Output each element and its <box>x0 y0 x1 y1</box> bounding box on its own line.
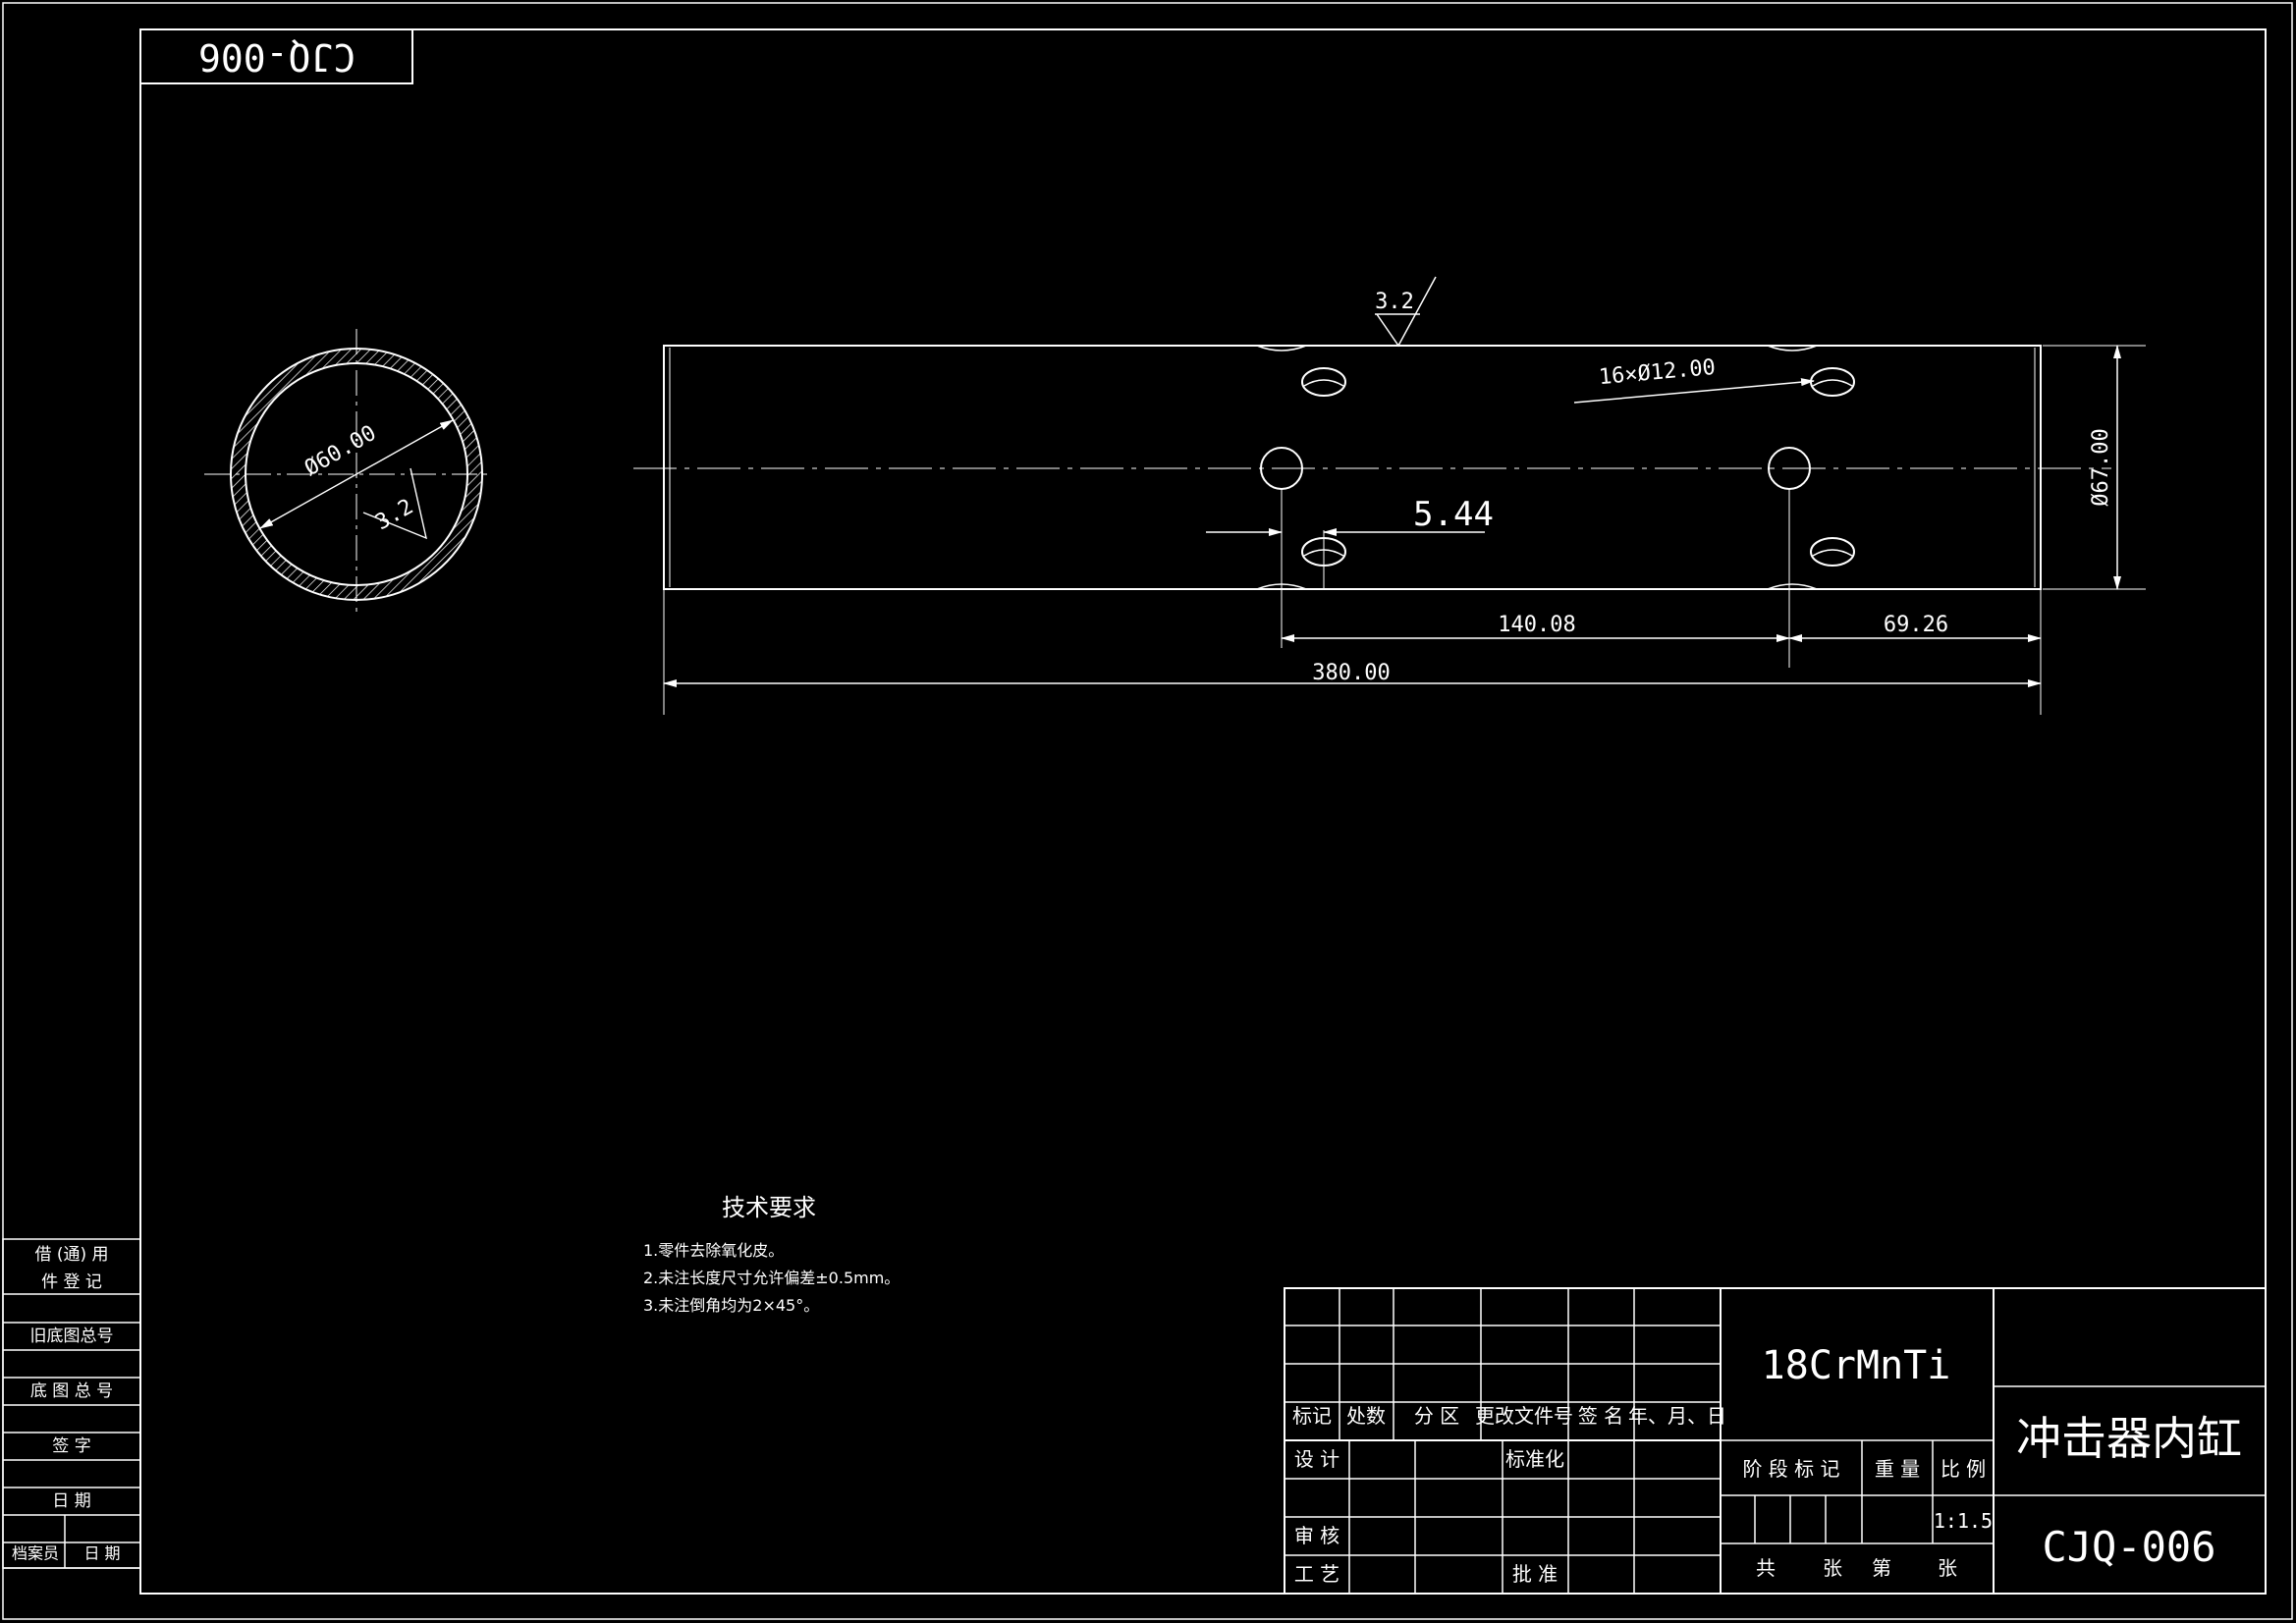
tb-process: 工 艺 <box>1294 1562 1339 1586</box>
tech-req-item: 1.零件去除氧化皮。 <box>643 1241 784 1260</box>
tb-header-sign: 签 名 <box>1578 1404 1623 1428</box>
strip-archivist: 档案员 <box>12 1544 59 1563</box>
tb-sheets-total: 共 <box>1756 1556 1776 1580</box>
tb-design: 设 计 <box>1294 1447 1339 1471</box>
holes-label: 16×Ø12.00 <box>1598 355 1717 390</box>
tb-sheet-unit2: 张 <box>1938 1556 1957 1580</box>
section-dim-line <box>259 419 454 529</box>
tech-requirements: 技术要求 1.零件去除氧化皮。 2.未注长度尺寸允许偏差±0.5mm。 3.未注… <box>643 1194 900 1315</box>
hole-top-right <box>1810 367 1855 397</box>
tb-stage-mark: 阶 段 标 记 <box>1742 1457 1839 1481</box>
tb-drawing-no: CJQ-006 <box>2042 1523 2215 1571</box>
section-view: Ø60.00 3.2 <box>204 329 488 617</box>
hole-top-left <box>1301 367 1346 397</box>
strip-archivist-date: 日 期 <box>83 1544 120 1563</box>
flipped-number-box: CJQ-006 <box>139 28 413 84</box>
tb-header-date: 年、月、日 <box>1628 1404 1726 1428</box>
strip-base-drawing: 底 图 总 号 <box>30 1381 113 1401</box>
tb-header-zone: 分 区 <box>1414 1404 1459 1428</box>
inner-frame <box>139 28 2267 1595</box>
flipped-drawing-number: CJQ-006 <box>198 35 355 79</box>
hole-bottom-right <box>1810 537 1855 567</box>
left-record-strip <box>2 1238 141 1569</box>
dim-hole-spacing: 140.08 <box>1498 613 1575 637</box>
section-hatch-ring <box>230 348 483 601</box>
strip-old-drawing: 旧底图总号 <box>30 1326 114 1346</box>
tech-req-item: 3.未注倒角均为2×45°。 <box>643 1296 819 1315</box>
strip-borrow-2: 件 登 记 <box>41 1272 102 1292</box>
tb-sheets-unit: 张 <box>1823 1556 1842 1580</box>
tb-header-change-doc: 更改文件号 <box>1475 1404 1573 1428</box>
tb-part-name: 冲击器内缸 <box>2016 1412 2242 1465</box>
tb-header-mark: 标记 <box>1292 1404 1332 1428</box>
tb-material: 18CrMnTi <box>1762 1343 1951 1388</box>
outer-dia-label: Ø67.00 <box>2089 428 2113 506</box>
dim-end: 69.26 <box>1884 613 1948 637</box>
section-roughness-symbol <box>362 467 427 540</box>
tb-sheet-no: 第 <box>1872 1556 1891 1580</box>
tb-header-count: 处数 <box>1346 1404 1386 1428</box>
tb-approve: 批 准 <box>1512 1562 1558 1586</box>
tb-scale-label: 比 例 <box>1941 1457 1986 1481</box>
cylinder-outline <box>663 345 2042 590</box>
title-block-lines <box>1284 1287 2267 1595</box>
tech-req-item: 2.未注长度尺寸允许偏差±0.5mm。 <box>643 1269 900 1287</box>
strip-signature: 签 字 <box>52 1436 90 1456</box>
section-diameter-label: Ø60.00 <box>301 421 380 481</box>
strip-borrow-1: 借 (通) 用 <box>34 1245 108 1265</box>
tech-req-title: 技术要求 <box>722 1194 816 1221</box>
section-roughness-label: 3.2 <box>371 495 417 536</box>
main-view: 3.2 16×Ø12.00 5.44 Ø67.00 140.08 69.26 3… <box>633 276 2146 715</box>
tb-weight: 重 量 <box>1875 1457 1920 1481</box>
tb-review: 审 核 <box>1294 1524 1339 1547</box>
holes-leader <box>1573 378 1815 404</box>
main-roughness-label: 3.2 <box>1375 290 1414 314</box>
main-roughness-symbol <box>1376 276 1437 348</box>
dim-total: 380.00 <box>1312 661 1390 685</box>
tb-standardize: 标准化 <box>1505 1447 1564 1471</box>
tb-scale-value: 1:1.5 <box>1934 1509 1993 1533</box>
offset-label: 5.44 <box>1413 495 1494 534</box>
strip-date: 日 期 <box>52 1491 90 1511</box>
